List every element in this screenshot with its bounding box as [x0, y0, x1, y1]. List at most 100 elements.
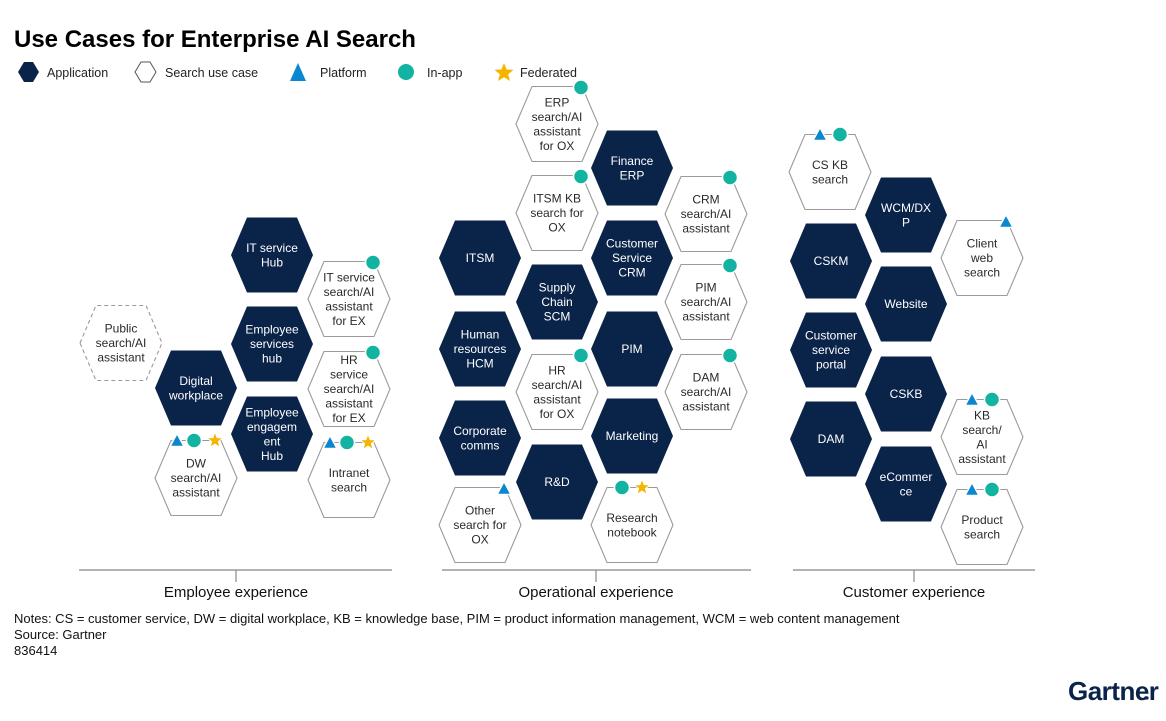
- in-app-circle-icon: [185, 432, 203, 449]
- cell-label-line: workplace: [168, 388, 223, 402]
- cell-label-line: Employee: [245, 323, 299, 337]
- cell-label-line: Human: [461, 328, 500, 342]
- group-employee-experience: Publicsearch/AIassistantDigitalworkplace…: [79, 217, 391, 519]
- notes-text: Notes: CS = customer service, DW = digit…: [14, 611, 900, 626]
- cell-label-line: DAM: [693, 371, 720, 385]
- cell-label-line: WCM/DX: [881, 201, 931, 215]
- cell-label-line: search: [812, 172, 848, 186]
- page-title: Use Cases for Enterprise AI Search: [14, 26, 416, 53]
- cell-label-line: hub: [262, 352, 282, 366]
- cell-label-line: assistant: [682, 222, 730, 236]
- cell-label-line: OX: [548, 221, 565, 235]
- in-app-circle-icon: [831, 126, 849, 143]
- cell-label-line: search/: [962, 423, 1002, 437]
- cell-label-line: Corporate: [453, 424, 507, 438]
- cell-label-line: R&D: [544, 475, 570, 489]
- application-hex-icon: [18, 62, 39, 82]
- cell-label-line: Website: [884, 297, 927, 311]
- in-app-circle-icon: [721, 257, 739, 274]
- cell-label-line: HCM: [466, 357, 493, 371]
- source-text: Source: Gartner: [14, 627, 107, 642]
- application-cell-wcm-dxp[interactable]: WCM/DXP: [865, 177, 947, 253]
- cell-label-line: assistant: [325, 299, 373, 313]
- application-cell-dam[interactable]: DAM: [790, 401, 872, 477]
- cell-label-line: search/AI: [324, 285, 375, 299]
- application-cell-cskb[interactable]: CSKB: [865, 356, 947, 432]
- cell-label-line: portal: [816, 358, 846, 372]
- cell-label-line: for EX: [332, 314, 365, 328]
- application-hex: [865, 177, 947, 253]
- legend-label-federated: Federated: [520, 66, 577, 80]
- cell-label-line: Service: [612, 251, 652, 265]
- cell-label-line: assistant: [958, 452, 1006, 466]
- in-app-circle-icon: [364, 344, 382, 361]
- cell-label-line: IT service: [323, 270, 375, 284]
- group-label: Employee experience: [164, 584, 308, 601]
- search-use-case-hex: [788, 133, 872, 211]
- platform-triangle-icon: [168, 431, 186, 448]
- in-app-circle-icon: [572, 168, 590, 185]
- cell-label-line: CSKB: [890, 387, 923, 401]
- cell-label-line: assistant: [533, 392, 581, 406]
- cell-label-line: HR: [548, 363, 566, 377]
- application-cell-itsm[interactable]: ITSM: [439, 220, 521, 296]
- application-cell-marketing[interactable]: Marketing: [591, 398, 673, 474]
- cell-label-line: Finance: [611, 154, 654, 168]
- platform-triangle-icon: [290, 63, 306, 81]
- cell-label-line: search/AI: [96, 336, 147, 350]
- application-hex: [231, 306, 313, 382]
- application-cell-cskm[interactable]: CSKM: [790, 223, 872, 299]
- application-hex: [865, 266, 947, 342]
- cell-label-line: PIM: [695, 281, 716, 295]
- cell-label-line: comms: [461, 438, 500, 452]
- federated-star-icon: [632, 477, 652, 496]
- cell-label-line: DW: [186, 457, 207, 471]
- in-app-circle-icon: [572, 79, 590, 96]
- cell-label-line: search/AI: [681, 207, 732, 221]
- application-cell-website[interactable]: Website: [865, 266, 947, 342]
- cell-label-line: KB: [974, 408, 990, 422]
- search-type-badges: [168, 430, 225, 449]
- cell-label-line: assistant: [172, 486, 220, 500]
- cell-label-line: Research: [606, 511, 657, 525]
- cell-label-line: P: [902, 215, 910, 229]
- cell-label-line: search/AI: [171, 471, 222, 485]
- cell-label-line: Marketing: [606, 429, 659, 443]
- cell-label-line: eCommer: [880, 470, 933, 484]
- application-cell-rd[interactable]: R&D: [516, 444, 598, 520]
- cell-label-line: CSKM: [814, 254, 849, 268]
- application-cell-pim[interactable]: PIM: [591, 311, 673, 387]
- search-use-case-hex: [940, 219, 1024, 297]
- cell-label-line: assistant: [682, 400, 730, 414]
